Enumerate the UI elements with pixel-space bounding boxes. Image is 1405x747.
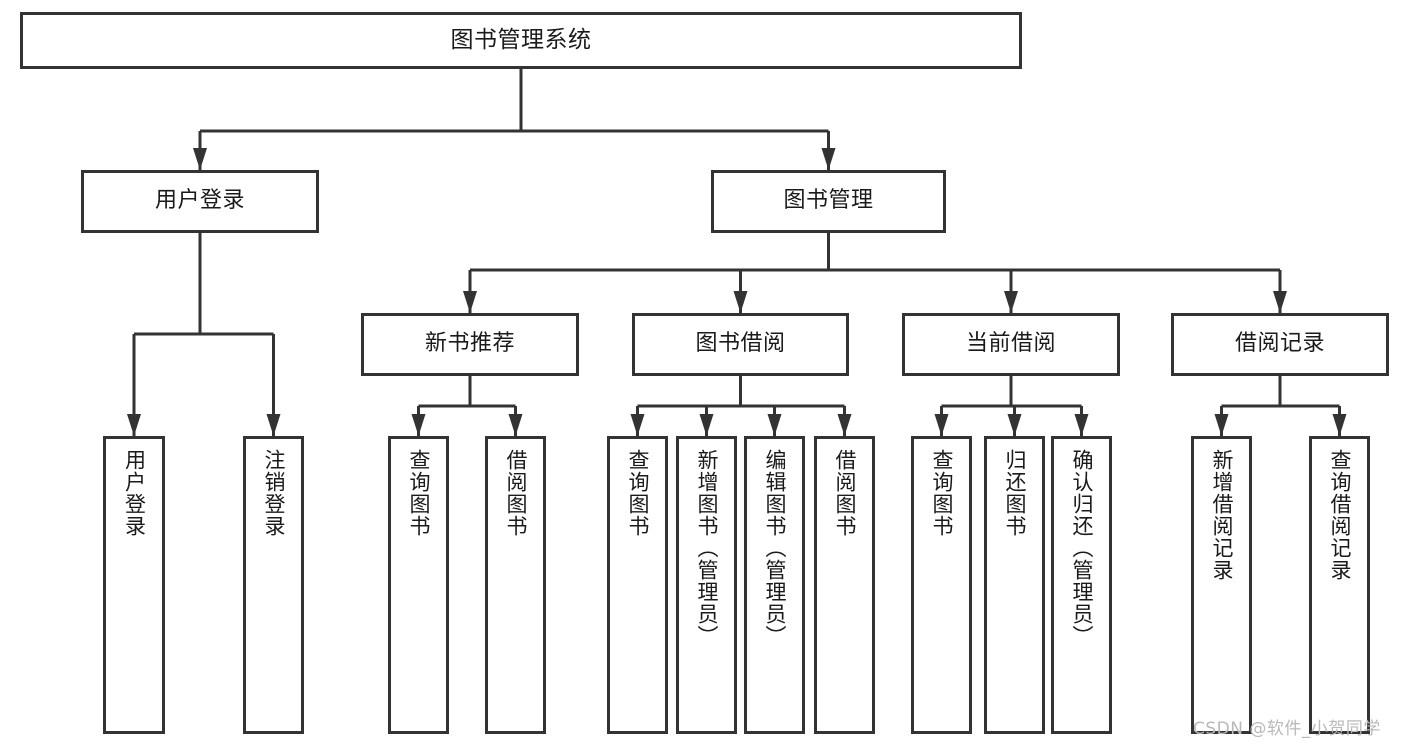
node-leaf-edit-book[interactable]: 编辑图书（管理员）	[744, 436, 805, 734]
watermark-text: CSDN @软件_小贺同学	[1193, 719, 1381, 739]
node-label: 确认归还（管理员）	[1070, 449, 1094, 647]
node-leaf-query-record[interactable]: 查询借阅记录	[1309, 436, 1370, 734]
node-leaf-logout[interactable]: 注销登录	[243, 436, 304, 734]
node-leaf-query-book-2[interactable]: 查询图书	[607, 436, 668, 734]
node-label: 查询借阅记录	[1328, 449, 1352, 581]
node-label: 借阅图书	[833, 449, 857, 537]
node-label: 查询图书	[626, 449, 650, 537]
node-leaf-query-book-1[interactable]: 查询图书	[388, 436, 449, 734]
node-book-borrow[interactable]: 图书借阅	[632, 313, 849, 376]
node-label: 查询图书	[930, 449, 954, 537]
node-root[interactable]: 图书管理系统	[20, 12, 1022, 69]
node-leaf-confirm-return[interactable]: 确认归还（管理员）	[1051, 436, 1112, 734]
node-label: 当前借阅	[965, 331, 1056, 357]
node-label: 编辑图书（管理员）	[763, 449, 787, 647]
node-label: 图书管理	[783, 188, 874, 214]
node-label: 图书管理系统	[450, 26, 592, 53]
node-leaf-query-book-3[interactable]: 查询图书	[911, 436, 972, 734]
node-label: 查询图书	[407, 449, 431, 537]
node-label: 归还图书	[1003, 449, 1027, 537]
node-label: 图书借阅	[695, 331, 786, 357]
node-label: 新增图书（管理员）	[695, 449, 719, 647]
node-leaf-user-login[interactable]: 用户登录	[103, 436, 165, 734]
node-borrow-record[interactable]: 借阅记录	[1171, 313, 1389, 376]
node-login[interactable]: 用户登录	[81, 170, 319, 233]
node-current-borrow[interactable]: 当前借阅	[902, 313, 1120, 376]
node-leaf-borrow-book-1[interactable]: 借阅图书	[485, 436, 546, 734]
node-leaf-add-record[interactable]: 新增借阅记录	[1191, 436, 1252, 734]
node-label: 借阅记录	[1234, 331, 1325, 357]
node-leaf-return-book[interactable]: 归还图书	[984, 436, 1045, 734]
node-label: 新书推荐	[424, 331, 515, 357]
node-label: 注销登录	[262, 449, 286, 537]
node-leaf-borrow-book-2[interactable]: 借阅图书	[814, 436, 875, 734]
node-label: 新增借阅记录	[1210, 449, 1234, 581]
node-new-book-rec[interactable]: 新书推荐	[361, 313, 579, 376]
node-label: 用户登录	[122, 449, 147, 537]
node-label: 借阅图书	[504, 449, 528, 537]
node-book-admin[interactable]: 图书管理	[711, 170, 946, 233]
node-label: 用户登录	[154, 188, 245, 214]
node-leaf-add-book[interactable]: 新增图书（管理员）	[676, 436, 737, 734]
